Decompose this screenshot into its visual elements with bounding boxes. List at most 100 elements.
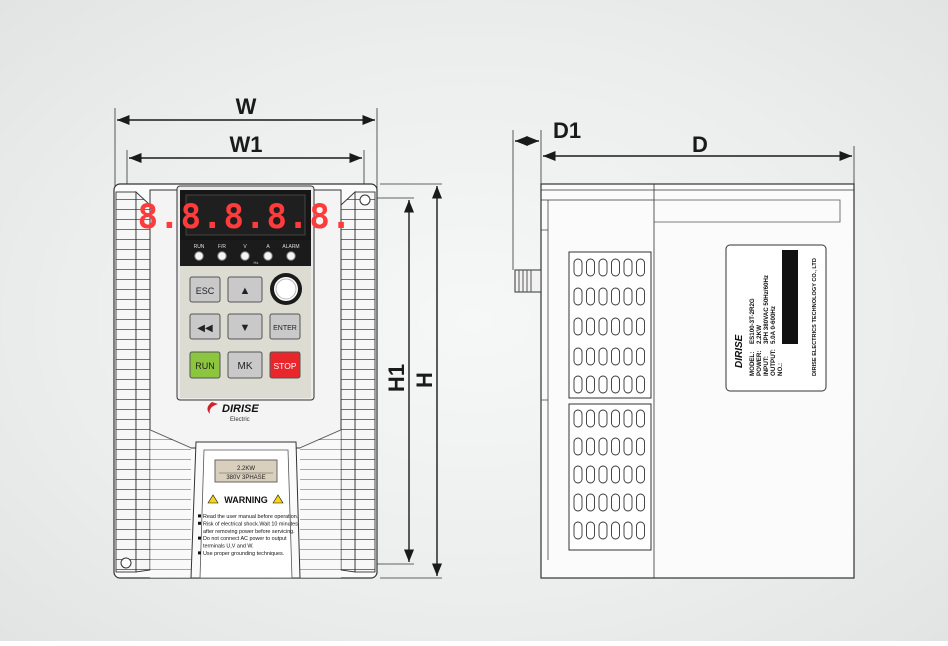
vent-slot <box>623 347 633 366</box>
indicator-label: F/R <box>218 244 226 250</box>
warning-triangle-icon <box>272 494 284 504</box>
potentiometer-knob[interactable] <box>270 273 302 305</box>
side-view: DIRISE MODEL: ES100-3T-2R2G POWER: 2.2KW… <box>514 183 855 579</box>
label-w1: W1 <box>230 132 263 157</box>
svg-text:MODEL:: MODEL: <box>749 352 756 376</box>
vent-slot <box>611 521 620 540</box>
warning-line: after removing power before servicing. <box>203 529 295 535</box>
bullet-icon <box>198 521 201 525</box>
svg-text:DIRISE: DIRISE <box>222 403 259 415</box>
svg-text:380V 3PHASE: 380V 3PHASE <box>226 475 265 481</box>
dimension-d1: D1 <box>512 118 581 270</box>
vent-slot <box>636 493 645 512</box>
vent-slot <box>623 287 633 306</box>
vent-slot <box>573 258 583 277</box>
vent-slot <box>611 287 620 306</box>
vent-slot <box>598 437 608 456</box>
label-h: H <box>412 372 437 388</box>
vent-slot <box>611 493 620 512</box>
down-arrow-icon: ▼ <box>240 322 251 334</box>
led-display: 8.8.8.8.8. <box>138 197 353 237</box>
vent-slot <box>586 493 595 512</box>
vent-slot <box>586 409 595 428</box>
vent-slot <box>573 437 583 456</box>
svg-text:ES100-3T-2R2G: ES100-3T-2R2G <box>749 298 756 344</box>
svg-text:POWER:: POWER: <box>756 351 763 376</box>
double-left-icon: ◀◀ <box>197 323 213 334</box>
vent-slot <box>611 347 620 366</box>
vent-slot <box>586 521 595 540</box>
vent-slot <box>573 493 583 512</box>
indicator-label: RUN <box>194 244 205 250</box>
vent-slot <box>573 287 583 306</box>
vent-slot <box>623 317 633 336</box>
svg-text:3PH 380VAC 50Hz/60Hz: 3PH 380VAC 50Hz/60Hz <box>763 275 770 344</box>
dimension-w1: W1 <box>126 132 365 196</box>
vent-slot <box>636 465 645 484</box>
vent-slot <box>636 347 645 366</box>
vent-slot <box>573 317 583 336</box>
label-w: W <box>236 94 257 119</box>
warning-line: Risk of electrical shock.Wait 10 minutes <box>203 521 298 527</box>
vent-slot <box>636 287 645 306</box>
svg-text:ENTER: ENTER <box>273 325 297 332</box>
vent-slot <box>636 317 645 336</box>
vent-slot <box>623 258 633 277</box>
vent-slot <box>636 437 645 456</box>
svg-text:INPUT:: INPUT: <box>763 356 770 376</box>
vent-slot <box>623 437 633 456</box>
up-arrow-icon: ▲ <box>240 285 251 297</box>
label-d: D <box>692 132 708 157</box>
warning-line: Use proper grounding techniques. <box>203 551 284 557</box>
up-key[interactable]: ▲ <box>227 276 263 303</box>
vent-slot <box>598 521 608 540</box>
vent-slot <box>623 521 633 540</box>
reverse-key[interactable]: ◀◀ <box>189 313 221 340</box>
svg-text:WARNING: WARNING <box>224 495 268 505</box>
label-d1: D1 <box>553 118 581 143</box>
vent-slot <box>586 465 595 484</box>
right-vent-ribs <box>354 191 376 573</box>
indicator-group-label: Hz <box>254 260 259 265</box>
esc-key[interactable]: ESC <box>189 276 221 303</box>
svg-text:MK: MK <box>238 361 253 372</box>
mount-hole-icon <box>359 194 371 206</box>
vent-slot <box>636 375 645 394</box>
bullet-icon <box>198 551 201 555</box>
warning-line: Read the user manual before operation. <box>203 514 298 520</box>
vent-slot <box>623 375 633 394</box>
vent-slot <box>611 317 620 336</box>
svg-text:5.0A 0-600Hz: 5.0A 0-600Hz <box>770 306 777 344</box>
dimension-h: H <box>380 183 443 579</box>
vent-slot <box>598 409 608 428</box>
stop-key[interactable]: STOP <box>269 351 301 379</box>
vent-slot <box>598 493 608 512</box>
vent-slot <box>611 437 620 456</box>
run-key[interactable]: RUN <box>189 351 221 379</box>
down-key[interactable]: ▼ <box>227 313 263 340</box>
label-h1: H1 <box>384 364 409 392</box>
indicator-led-icon <box>240 251 250 261</box>
svg-text:STOP: STOP <box>274 361 297 371</box>
brand-logo: DIRISE Electric <box>207 402 259 423</box>
nameplate: DIRISE MODEL: ES100-3T-2R2G POWER: 2.2KW… <box>725 244 827 392</box>
dimension-w: W <box>114 94 378 190</box>
enter-key[interactable]: ENTER <box>269 313 301 340</box>
vent-slot <box>586 258 595 277</box>
svg-text:OUTPUT:: OUTPUT: <box>770 349 777 376</box>
vent-slot <box>623 493 633 512</box>
warning-line: terminals U,V and W. <box>203 544 254 550</box>
barcode <box>782 250 798 344</box>
warning-triangle-icon <box>207 494 219 504</box>
vent-slot <box>586 347 595 366</box>
svg-text:2.2KW: 2.2KW <box>237 466 255 472</box>
indicator-led-icon <box>217 251 227 261</box>
vent-slot <box>611 258 620 277</box>
mk-key[interactable]: MK <box>227 351 263 379</box>
indicator-label: V <box>243 244 247 250</box>
vent-slot <box>573 409 583 428</box>
